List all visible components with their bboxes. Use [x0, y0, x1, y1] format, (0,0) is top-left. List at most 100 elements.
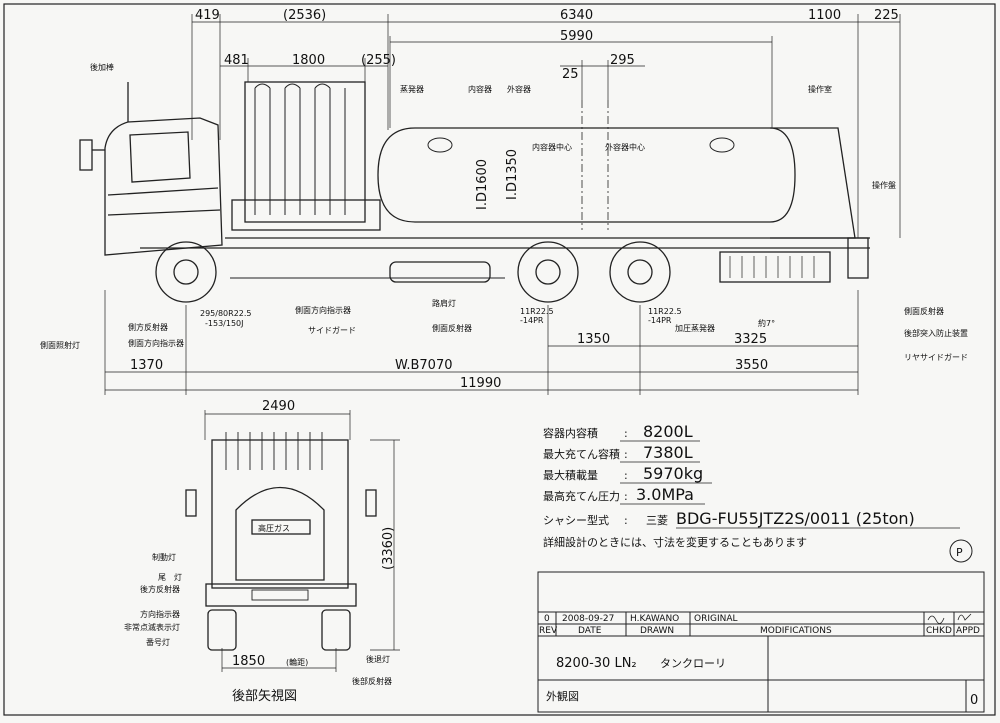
rear-height-dim: (3360)	[381, 527, 396, 570]
label-inner-center: 内容器中心	[532, 142, 572, 152]
rear-underrun	[847, 237, 869, 279]
label-tire-rear2: 11R22.5	[648, 307, 682, 316]
rear-view	[185, 410, 400, 672]
rear-mirror-left	[185, 489, 197, 517]
label-side-guard: サイドガード	[308, 325, 356, 335]
tb-drawing-name: タンクローリ	[660, 657, 726, 670]
evaporator	[244, 81, 366, 223]
tb-subtitle: 外観図	[546, 689, 579, 703]
specs-block: 容器内容積 : 8200L 最大充てん容積 : 7380L 最大積載量 : 59…	[543, 422, 960, 549]
tb-drawn: H.KAWANO	[630, 614, 679, 624]
design-note: 詳細設計のときには、寸法を変更することもあります	[543, 535, 807, 549]
dim-295: 295	[610, 53, 635, 68]
dim-3325: 3325	[734, 332, 767, 347]
dim-id1350: I.D1350	[505, 149, 520, 200]
tank-outer-vessel	[377, 127, 796, 223]
title-block	[537, 571, 985, 713]
dim-wb7070: W.B7070	[395, 358, 453, 373]
side-mirror	[79, 139, 93, 171]
label-rear-side-guard: リヤサイドガード	[904, 352, 968, 362]
sheet-border	[3, 3, 996, 716]
dim-2536: (2536)	[283, 8, 326, 23]
side-view	[79, 81, 870, 303]
bottom-dimension-lines	[104, 290, 859, 395]
rear-wheel-1	[517, 241, 579, 303]
label-outer-vessel: 外容器	[507, 84, 531, 94]
rear-label-tail: 尾 灯	[158, 572, 182, 582]
label-control-box: 操作盤	[872, 180, 896, 190]
dim-1800: 1800	[292, 53, 325, 68]
label-side-reflector: 側面反射器	[432, 323, 472, 333]
chassis-maker: 三菱	[646, 514, 668, 527]
hazard-badge-text: 高圧ガス	[258, 523, 290, 533]
dim-419: 419	[195, 8, 220, 23]
label-side-light: 側面照射灯	[40, 340, 80, 350]
label-angle: 約7°	[758, 318, 775, 328]
tb-header-appd: APPD	[956, 626, 980, 636]
label-cab: 操作室	[808, 84, 832, 94]
dim-11990: 11990	[460, 376, 501, 391]
spec-colon-4: :	[624, 490, 628, 503]
dim-481: 481	[224, 53, 249, 68]
label-tire-front-load: -153/150J	[205, 319, 243, 328]
dim-255: (255)	[361, 53, 396, 68]
rear-label-rear-reflector: 後部反射器	[352, 676, 392, 686]
tb-modification: ORIGINAL	[694, 614, 738, 624]
p-stamp	[949, 539, 973, 563]
top-dimension-texts: 419 (2536) 6340 1100 225 5990 481 1800 (…	[195, 8, 899, 82]
front-wheel	[155, 241, 217, 303]
spec-key-2: 最大充てん容積	[543, 447, 620, 461]
dim-6340: 6340	[560, 8, 593, 23]
dim-id1600: I.D1600	[475, 159, 490, 210]
label-side-marker-l: 側面方向指示器	[128, 338, 184, 348]
label-rear-underrun: 後部突入防止装置	[904, 328, 968, 338]
tb-rev: 0	[544, 614, 550, 624]
label-inner-vessel: 内容器	[468, 84, 492, 94]
rear-width-dim: 2490	[262, 399, 295, 414]
dim-25: 25	[562, 67, 579, 82]
rear-bumper	[205, 583, 357, 607]
rear-wheel-2	[609, 241, 671, 303]
label-rear-reflector: 側面反射器	[904, 306, 944, 316]
rear-tire-right	[321, 609, 351, 651]
label-tire-front: 295/80R22.5	[200, 309, 252, 318]
rear-label-reflector: 後方反射器	[140, 584, 180, 594]
side-guard	[389, 261, 491, 283]
label-evaporator: 蒸発器	[400, 84, 424, 94]
dim-1100: 1100	[808, 8, 841, 23]
tb-header-rev: REV	[539, 626, 558, 636]
side-view-labels: 後加棒 蒸発器 内容器 外容器 操作室 内容器中心 外容器中心 操作盤 295/…	[40, 62, 968, 362]
appd-signature	[957, 613, 972, 621]
tb-date: 2008-09-27	[562, 614, 614, 624]
spec-colon-3: :	[624, 469, 628, 482]
rear-body	[211, 439, 349, 589]
dim-1370: 1370	[130, 358, 163, 373]
tb-header-mods: MODIFICATIONS	[760, 626, 832, 636]
label-aerial: 後加棒	[90, 62, 114, 72]
spec-value-3: 5970kg	[643, 464, 703, 483]
p-stamp-text: P	[956, 546, 963, 559]
rear-label-turn: 方向指示器	[140, 609, 180, 619]
chassis-model: BDG-FU55JTZ2S/0011 (25ton)	[676, 509, 915, 528]
label-tire-rear1: 11R22.5	[520, 307, 554, 316]
cab-window	[129, 131, 191, 183]
rear-label-brake: 制動灯	[152, 552, 176, 562]
spec-colon-1: :	[624, 427, 628, 440]
label-side-marker: 側面方向指示器	[295, 305, 351, 315]
tb-rev-no: 0	[970, 693, 978, 708]
bottom-dimension-texts: 1350 3325 1370 W.B7070 3550 11990	[130, 332, 768, 391]
dim-1350: 1350	[577, 332, 610, 347]
rear-label-reverse: 後退灯	[366, 654, 390, 664]
spec-value-2: 7380L	[643, 443, 693, 462]
spec-key-4: 最高充てん圧力	[543, 489, 620, 503]
label-pressure-evaporator: 加圧蒸発器	[675, 323, 715, 333]
chassis-key: シャシー型式	[543, 513, 609, 527]
hazard-badge	[251, 519, 311, 535]
rear-label-plate: 番号灯	[146, 637, 170, 647]
rear-view-labels: 制動灯 尾 灯 後方反射器 方向指示器 非常点滅表示灯 番号灯 後退灯 後部反射…	[124, 552, 392, 686]
dim-225: 225	[874, 8, 899, 23]
label-side-reflector-l: 側方反射器	[128, 322, 168, 332]
rear-tire-left	[207, 609, 237, 651]
